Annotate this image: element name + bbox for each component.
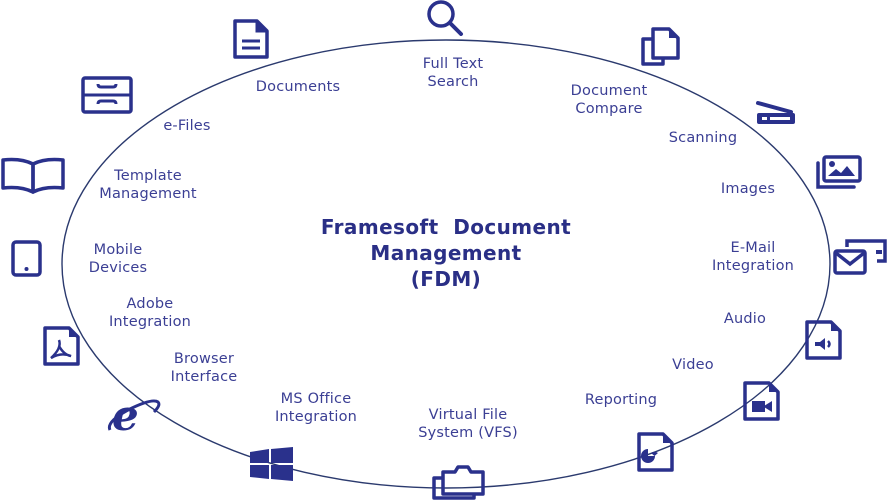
windows-logo-icon: [248, 447, 296, 481]
email-icon: [832, 237, 890, 275]
audio-file-icon: [804, 320, 846, 360]
label-video: Video: [672, 357, 714, 373]
video-file-icon: [742, 381, 784, 421]
search-icon: [423, 0, 475, 36]
copy-documents-icon: [640, 27, 688, 67]
report-chart-icon: [636, 432, 678, 472]
document-icon: [232, 19, 274, 59]
label-documents: Documents: [255, 79, 341, 95]
file-cabinet-icon: [80, 76, 136, 114]
label-reporting: Reporting: [584, 392, 658, 408]
label-scanning: Scanning: [668, 130, 738, 146]
pdf-file-icon: [42, 326, 84, 366]
scanner-icon: [755, 100, 799, 126]
label-efiles: e-Files: [163, 118, 211, 134]
label-ms-office: MS Office Integration: [274, 391, 358, 425]
open-book-icon: [0, 156, 66, 194]
internet-explorer-icon: e: [106, 396, 162, 436]
label-audio: Audio: [723, 311, 767, 327]
label-document-compare: Document Compare: [570, 83, 648, 117]
label-vfs: Virtual File System (VFS): [418, 407, 518, 441]
tablet-icon: [10, 240, 44, 278]
label-images: Images: [720, 181, 776, 197]
diagram-title: Framesoft Document Management (FDM): [320, 215, 572, 291]
label-full-text-search: Full Text Search: [422, 56, 484, 90]
folders-icon: [430, 462, 490, 500]
label-adobe: Adobe Integration: [108, 296, 192, 330]
image-gallery-icon: [814, 155, 864, 191]
label-email-integration: E-Mail Integration: [711, 240, 795, 274]
label-template: Template Management: [99, 168, 197, 202]
label-mobile: Mobile Devices: [88, 242, 148, 276]
label-browser: Browser Interface: [170, 351, 238, 385]
